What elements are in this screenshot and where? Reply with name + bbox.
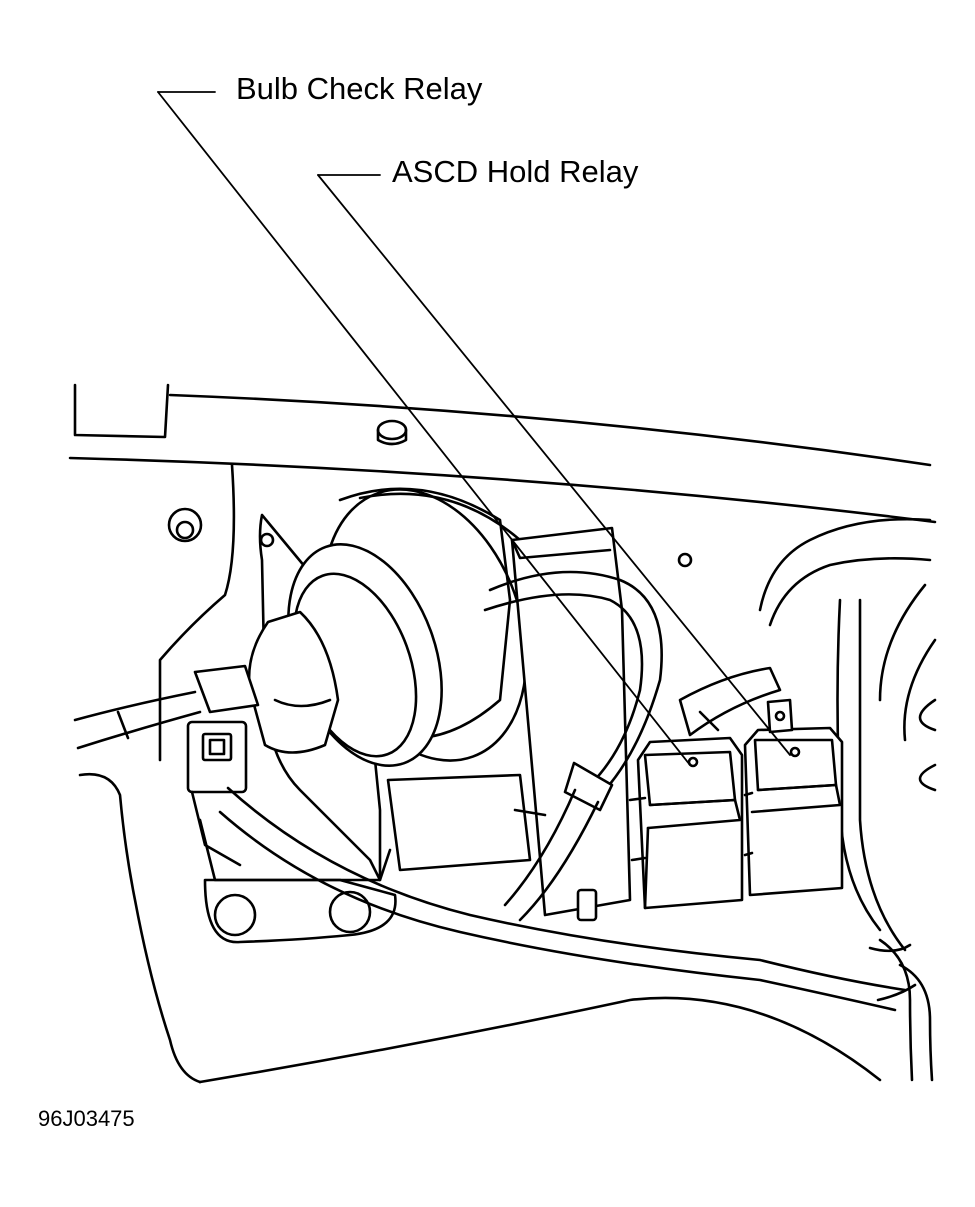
relay-mounting-plate [386,526,632,922]
ascd-hold-relay-label: ASCD Hold Relay [392,154,639,189]
hole-right [677,552,693,568]
bulb-check-relay [628,736,744,910]
actuator-cable [73,664,260,750]
wiring-harness [218,517,937,1082]
ascd-actuator [247,487,528,767]
actuator-connector [186,720,248,867]
bulb-check-relay-label: Bulb Check Relay [236,71,483,106]
bolt-top [376,419,408,441]
mounting-bolts [167,419,693,568]
body-panel [68,383,937,1084]
ascd-hold-relay [743,698,844,897]
leader-lines [157,91,791,766]
figure-id: 96J03475 [38,1106,135,1131]
bolt-left [167,507,203,543]
